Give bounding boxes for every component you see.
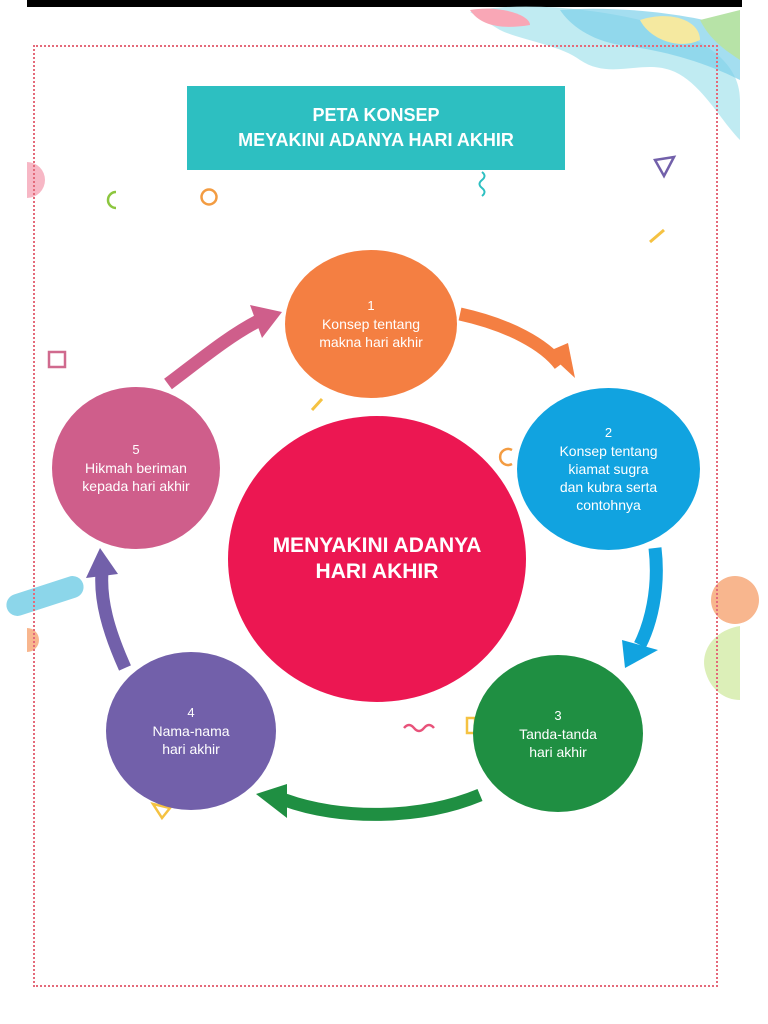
center-line-1: MENYAKINI ADANYA [272,534,482,557]
node-4-number: 4 [187,705,195,720]
node-3-line: Tanda-tanda [519,725,597,742]
node-1-line: Konsep tentang [321,316,421,332]
pill-shape [6,576,84,616]
blob-shape [470,8,530,27]
node-1-number: 1 [367,298,375,313]
top-black-bar [27,0,742,7]
title-box: PETA KONSEP MEYAKINI ADANYA HARI AKHIR [187,86,565,170]
node-4-line: hari akhir [162,741,220,757]
blob-shape [704,626,740,700]
arrow-3-to-4 [256,784,483,821]
blob-shape [640,16,700,44]
arrow-4-to-5 [86,548,131,671]
blob-shape [711,576,759,624]
arc-icon [106,190,117,210]
ring-icon [200,188,218,206]
node-4-circle: 4 Nama-nama hari akhir [106,652,276,810]
dash-icon [649,228,665,244]
title-line-1: PETA KONSEP [312,105,440,125]
node-5-circle: 5 Hikmah beriman kepada hari akhir [52,387,220,549]
arrow-5-to-1 [164,305,282,390]
blob-shape [700,10,740,60]
node-2-line: contohnya [576,497,641,513]
dash-icon [310,397,324,412]
squiggle-icon [478,171,486,197]
arc-icon [498,447,513,467]
node-4-line: Nama-nama [152,723,230,739]
blob-shape [560,8,740,80]
node-5-number: 5 [132,442,140,457]
node-1-circle: 1 Konsep tentang makna hari akhir [285,250,457,398]
square-icon [47,350,67,369]
node-3-line: hari akhir [529,743,587,760]
node-2-line: dan kubra serta [559,479,658,495]
squiggle-icon [403,723,435,733]
arrow-1-to-2 [458,307,575,378]
node-5-line: Hikmah beriman [85,460,187,476]
center-circle: MENYAKINI ADANYA HARI AKHIR [228,416,526,702]
dotted-frame [33,45,718,987]
node-2-line: Konsep tentang [559,443,658,459]
node-2-circle: 2 Konsep tentang kiamat sugra dan kubra … [517,388,700,550]
blob-shape [27,162,45,198]
triangle-icon [150,802,173,821]
triangle-icon [653,155,677,179]
node-3-number: 3 [554,707,562,723]
node-1-line: makna hari akhir [319,334,423,350]
node-5-line: kepada hari akhir [82,478,190,494]
node-2-line: kiamat sugra [568,461,649,477]
node-3-circle: 3 Tanda-tanda hari akhir [473,655,643,812]
center-line-2: HARI AKHIR [315,560,439,583]
title-line-2: MEYAKINI ADANYA HARI AKHIR [238,130,514,150]
node-2-number: 2 [604,425,613,440]
arrow-2-to-3 [622,547,663,668]
